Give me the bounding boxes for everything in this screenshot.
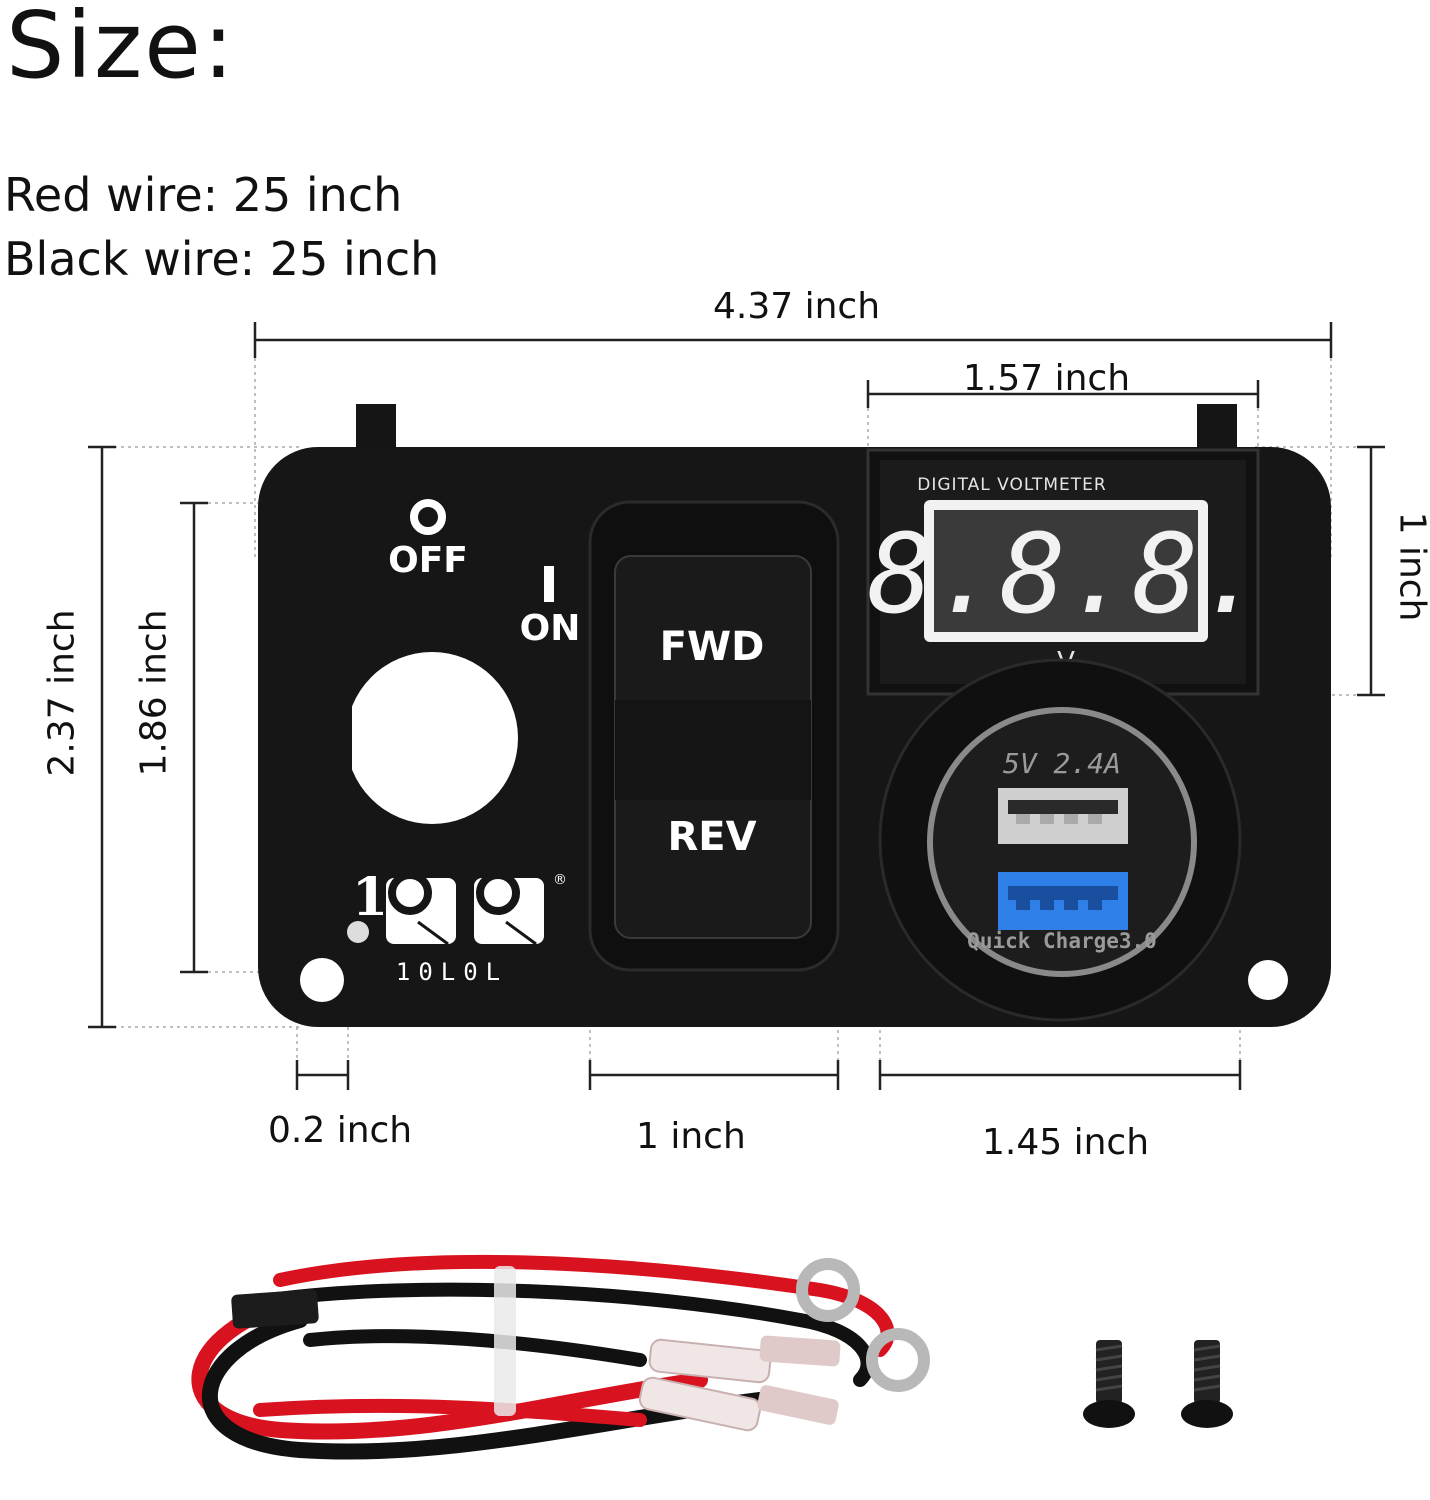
svg-text:1: 1	[352, 867, 388, 928]
dim-inner-height: 1.86 inch	[133, 609, 175, 777]
dim-hole-size: 0.2 inch	[268, 1110, 413, 1151]
voltmeter-digits: 8.8.8.	[867, 510, 1264, 638]
switch-fwd-label: FWD	[660, 624, 765, 670]
screw-icon	[1181, 1340, 1233, 1428]
ring-terminal-icon	[796, 1258, 860, 1322]
screw-icon	[1083, 1340, 1135, 1428]
mount-hole-left	[300, 958, 344, 1002]
usb-rating: 5V 2.4A	[1003, 747, 1121, 780]
connector-icon	[648, 1338, 772, 1384]
wire-harness-icon	[191, 1254, 895, 1460]
socket-hole	[346, 652, 518, 824]
voltmeter-title: DIGITAL VOLTMETER	[917, 475, 1106, 495]
dim-total-width: 4.37 inch	[713, 286, 881, 327]
mount-tab-left	[356, 404, 396, 454]
off-circle-icon	[410, 499, 446, 535]
black-wire-spec: Black wire: 25 inch	[4, 232, 440, 286]
on-bar-icon	[544, 566, 554, 602]
red-wire-spec: Red wire: 25 inch	[4, 168, 403, 222]
mount-hole-right	[1248, 960, 1288, 1000]
svg-text:®: ®	[553, 872, 567, 888]
on-label: ON	[520, 608, 581, 649]
dim-voltmeter-height: 1 inch	[1391, 511, 1430, 622]
page-title: Size:	[6, 0, 236, 99]
usb-qc-label: Quick Charge3.0	[967, 929, 1157, 953]
off-label: OFF	[388, 540, 468, 581]
switch-rev-label: REV	[667, 814, 756, 860]
dim-switch-width: 1 inch	[636, 1116, 746, 1157]
brand-name: 10L0L	[396, 958, 508, 986]
dim-usb-width: 1.45 inch	[982, 1122, 1150, 1163]
dim-total-height: 2.37 inch	[41, 609, 83, 777]
brand-logo-icon: 1 ®	[347, 867, 567, 946]
cable-tie	[494, 1266, 516, 1416]
dim-voltmeter-width: 1.57 inch	[963, 358, 1131, 399]
mount-tab-right	[1197, 404, 1237, 454]
